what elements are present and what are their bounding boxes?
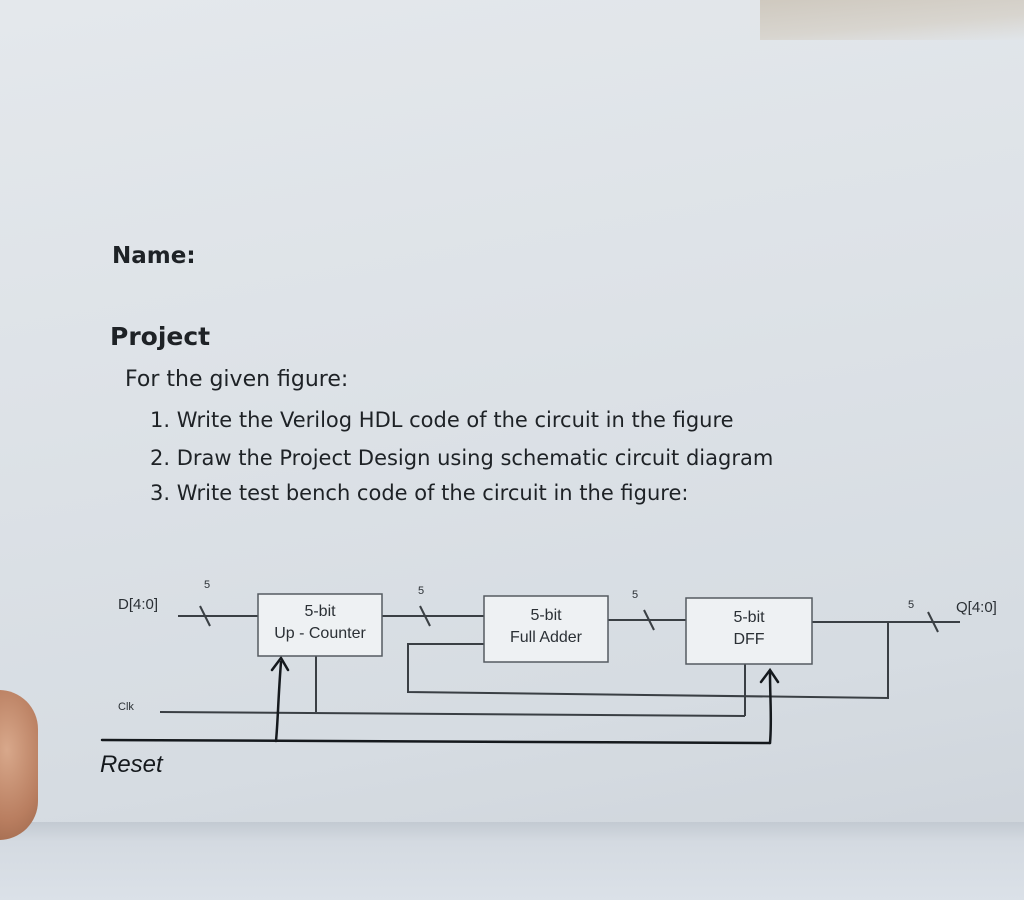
dff-line1: 5-bit [733,609,765,626]
reset-label: Reset [100,751,164,778]
full-adder-block [483,595,609,663]
reset-to-dff-wire [768,670,773,745]
bus-width-counter: 5 [418,585,424,597]
reset-to-counter-arrow [270,655,290,672]
dff-line2: DFF [733,631,764,648]
background-surface-corner [760,0,1024,40]
bus-width-adder: 5 [632,589,638,601]
circuit-diagram: D[4:0] Q[4:0] Clk 5 5 5 5 5-bit Up - Cou… [100,579,997,778]
up-counter-line1: 5-bit [304,603,336,620]
clock-wire [159,711,746,717]
clock-label: Clk [118,701,134,713]
name-label: Name: [112,243,196,269]
project-intro: For the given figure: [125,367,349,392]
bus-slash-counter [419,605,431,627]
reset-wire [100,738,772,745]
bus-width-input: 5 [204,579,210,591]
reset-to-counter-wire [274,660,283,743]
dff-block [685,597,813,665]
task-item-2: 2. Draw the Project Design using schemat… [150,446,774,470]
bus-slash-output [927,611,939,633]
full-adder-line1: 5-bit [530,607,562,624]
bus-slash-adder [643,609,655,631]
input-label: D[4:0] [118,596,158,613]
paper-fold-shadow [0,822,1024,900]
up-counter-block [257,593,383,657]
project-title: Project [110,322,211,351]
bus-slash-input [199,605,211,627]
reset-to-dff-arrow [759,667,780,684]
output-label: Q[4:0] [956,599,997,616]
bus-width-output: 5 [908,599,914,611]
full-adder-line2: Full Adder [510,629,583,646]
thumb-holding-paper [0,690,38,840]
task-item-1: 1. Write the Verilog HDL code of the cir… [150,408,734,432]
up-counter-line2: Up - Counter [274,625,366,642]
feedback-wire [407,622,889,700]
task-item-3: 3. Write test bench code of the circuit … [150,481,689,505]
